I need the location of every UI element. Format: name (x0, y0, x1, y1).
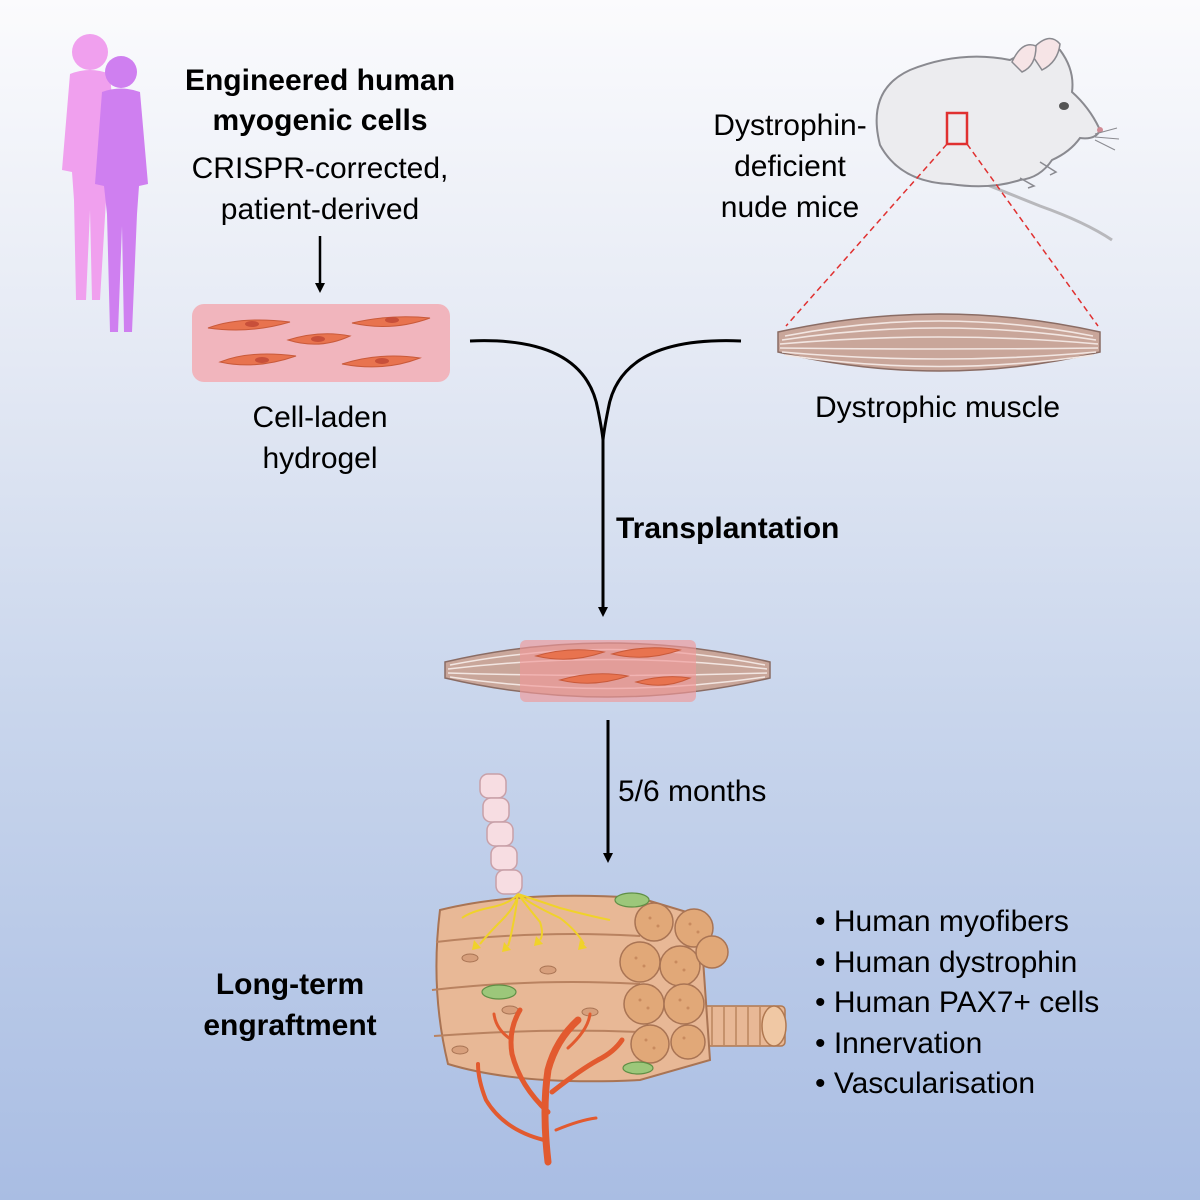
hydrogel-label-line1: Cell-laden (252, 401, 388, 434)
source-subtitle-line1: CRISPR-corrected, (191, 152, 449, 185)
result-item: Human dystrophin (815, 943, 1099, 984)
mouse-label-line1: Dystrophin- (713, 109, 867, 142)
result-item: Innervation (815, 1024, 1099, 1065)
hydrogel-label-line2: hydrogel (262, 442, 378, 475)
source-subtitle-line2: patient-derived (220, 193, 420, 226)
mouse-icon (875, 37, 1120, 242)
transplantation-label: Transplantation (616, 512, 840, 545)
result-item: Human myofibers (815, 902, 1099, 943)
mouse-label-line2: deficient (734, 150, 846, 183)
result-item: Vascularisation (815, 1064, 1099, 1105)
zoom-line-left (785, 143, 948, 327)
muscle-region-box (945, 111, 969, 146)
muscle-label: Dystrophic muscle (814, 391, 1061, 424)
outcome-title-line2: engraftment (203, 1009, 377, 1042)
outcome-results-list: Human myofibers Human dystrophin Human P… (815, 902, 1099, 1105)
outcome-title-line1: Long-term (215, 968, 365, 1001)
muscle-icon (777, 313, 1101, 372)
source-title-line1: Engineered human (184, 64, 456, 97)
merge-arrow (469, 339, 742, 617)
mouse-label-line3: nude mice (720, 191, 860, 224)
transplanted-muscle-icon (444, 640, 771, 702)
duration-label: 5/6 months (618, 775, 767, 808)
human-silhouettes-icon (62, 34, 148, 332)
muscle-fiber-bundle-icon (431, 892, 787, 1083)
blood-vessel-icon (476, 1007, 625, 1166)
source-title-line2: myogenic cells (212, 104, 428, 137)
result-item: Human PAX7+ cells (815, 983, 1099, 1024)
hydrogel-icon (192, 304, 450, 382)
nerve-icon (479, 773, 523, 895)
zoom-line-right (966, 143, 1099, 327)
